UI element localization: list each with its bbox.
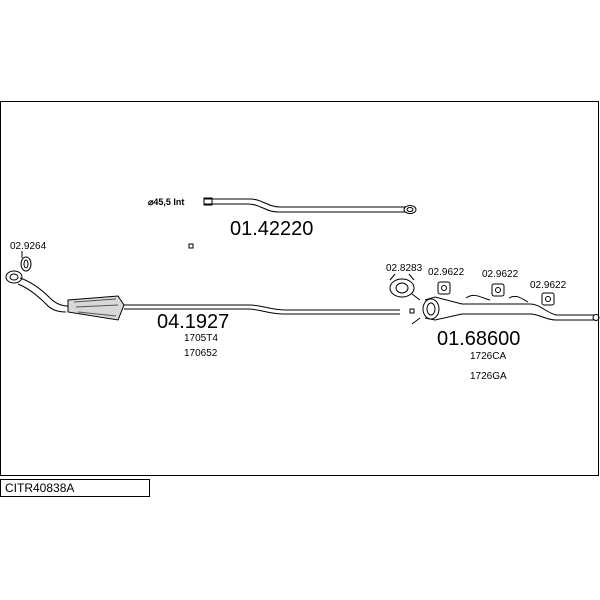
- rear-silencer-ref-2: 1726GA: [470, 371, 507, 382]
- hanger-icon: [437, 281, 451, 295]
- hanger-3-number: 02.9622: [530, 280, 567, 291]
- hanger-2-number: 02.9622: [482, 269, 519, 280]
- rear-silencer-part[interactable]: [411, 293, 600, 325]
- front-flange-icon: [5, 270, 23, 284]
- catalyst-ref-2: 170652: [184, 348, 218, 359]
- catalyst-ref-1: 1705T4: [184, 333, 218, 344]
- hanger-icon: [541, 292, 555, 306]
- front-pipe-part[interactable]: [203, 197, 417, 214]
- rear-silencer-ref-1: 1726CA: [470, 351, 506, 362]
- rear-silencer-number: 01.68600: [437, 328, 520, 350]
- hanger-1-number: 02.9622: [428, 267, 465, 278]
- gasket-number: 02.9264: [10, 241, 47, 252]
- catalyst-pipe-part[interactable]: [17, 277, 400, 321]
- catalyst-pipe-number: 04.1927: [157, 311, 229, 333]
- front-pipe-number: 01.42220: [230, 218, 313, 240]
- clamp-icon: [389, 273, 415, 298]
- clamp-number: 02.8283: [386, 263, 423, 274]
- diagram-code: CITR40838A: [0, 479, 150, 497]
- diagram-frame: [0, 101, 599, 476]
- marker-square: [409, 308, 415, 314]
- marker-square: [188, 243, 194, 249]
- gasket-icon: [20, 256, 32, 272]
- hanger-icon: [491, 283, 505, 297]
- front-pipe-spec: ⌀45,5 Int: [148, 197, 184, 207]
